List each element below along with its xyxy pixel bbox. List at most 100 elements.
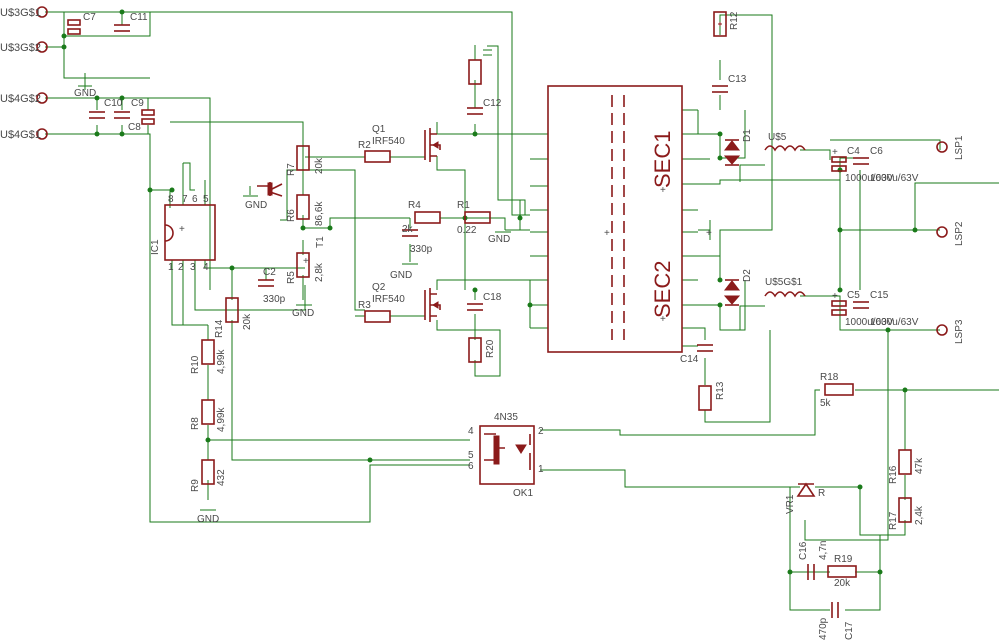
svg-text:U$5G$1: U$5G$1 [765,277,803,288]
svg-text:R3: R3 [358,300,371,311]
svg-text:C11: C11 [130,12,148,23]
resistor-r13: R13 [698,381,726,411]
svg-text:IC1: IC1 [150,239,161,255]
connector-lsp1: LSP1 [936,135,965,160]
svg-text:R17: R17 [888,511,899,530]
capacitor-c2: C2 330p [258,267,286,305]
capacitor-c11: C11 [114,12,148,32]
svg-text:47k: 47k [914,457,925,474]
svg-text:C2: C2 [263,267,276,278]
capacitor-c13: C13 [712,74,747,93]
capacitor-c7: C7 [67,12,96,35]
capacitor-c4: C4 1000u/63V [831,146,894,184]
svg-text:2,8k: 2,8k [314,262,325,282]
mosfet-q1: Q1 IRF540 [372,124,441,162]
resistor-r14: R14 20k [214,297,253,338]
svg-text:4: 4 [468,426,474,437]
svg-text:U$5: U$5 [768,132,787,143]
svg-text:1: 1 [538,464,544,475]
capacitors: C7 C11 C10 C9 C8 C2 330p 330p C12 [67,12,919,640]
svg-text:R8: R8 [190,417,201,430]
svg-text:C5: C5 [847,290,860,301]
svg-text:C7: C7 [83,12,96,23]
capacitor-c9: C9 [114,98,144,119]
svg-text:R20: R20 [485,339,496,358]
connector-label: LSP1 [954,135,965,160]
capacitor-c8: C8 [128,109,155,133]
svg-text:+: + [706,228,712,239]
regulator-vr1: R VR1 [785,482,825,514]
svg-text:2,4k: 2,4k [914,505,925,525]
mosfet-q2: Q2 IRF540 [372,282,441,322]
svg-text:C8: C8 [128,122,141,133]
connector-label: LSP3 [954,319,965,344]
svg-text:R7: R7 [286,163,297,176]
svg-text:C6: C6 [870,146,883,157]
svg-text:2: 2 [178,262,184,273]
svg-text:IRF540: IRF540 [372,136,405,147]
svg-text:R6: R6 [286,209,297,222]
resistor-r20: R20 [468,337,496,363]
capacitor-c16: C16 4,7n [798,541,829,580]
svg-text:D1: D1 [742,129,753,142]
connector-u4g1: U$4G$1 [0,128,48,141]
svg-text:R12: R12 [729,11,740,30]
connector-lsp3: LSP3 [936,319,965,344]
svg-text:C10: C10 [104,98,123,109]
resistor-r4: R4 2k [402,200,441,235]
svg-text:R9: R9 [190,479,201,492]
transistor-t1: T1 [257,182,326,248]
svg-text:3: 3 [190,262,196,273]
svg-text:IRF540: IRF540 [372,294,405,305]
resistor-r16: R16 47k [888,449,925,484]
svg-text:20k: 20k [834,578,851,589]
svg-text:T1: T1 [315,236,326,248]
junctions [61,9,918,575]
resistors: R12 R7 20k R6 86,6k R5 2,8k R2 R3 R4 2 [190,11,925,589]
resistor-r9: R9 432 [190,459,227,492]
svg-text:1000u/63V: 1000u/63V [845,317,894,328]
svg-text:R1: R1 [457,200,470,211]
svg-text:4: 4 [203,262,209,273]
connector-label: U$4G$2 [0,93,41,105]
resistor-r1: R1 0.22 [457,200,491,236]
svg-text:Q2: Q2 [372,282,386,293]
svg-text:5: 5 [203,194,209,205]
ic1-chip: 8 7 6 5 1 2 3 4 IC1 [150,194,216,273]
capacitor-c5: C5 1000u/63V [831,290,894,328]
svg-text:5k: 5k [820,398,832,409]
svg-text:GND: GND [74,88,96,99]
svg-text:+: + [604,228,610,239]
resistor-r18: R18 5k [820,372,854,409]
svg-text:C15: C15 [870,290,889,301]
svg-text:4,7n: 4,7n [818,541,829,560]
svg-text:GND: GND [197,514,219,525]
svg-text:GND: GND [292,308,314,319]
capacitor-c18: C18 [467,292,502,311]
connector-label: LSP2 [954,221,965,246]
svg-text:+: + [179,224,185,235]
connector-u4g2: U$4G$2 [0,92,48,105]
capacitor-c15: C15 1000u/63V [853,290,919,328]
svg-text:1: 1 [168,262,174,273]
resistor-r12: R12 [713,11,740,37]
svg-text:GND: GND [245,200,267,211]
svg-text:6: 6 [192,194,198,205]
resistor-r6: R6 86,6k [286,194,325,226]
polarity-marks: + + + + + + + + [179,147,838,325]
svg-text:6: 6 [468,461,474,472]
svg-text:1000u/63V: 1000u/63V [845,173,894,184]
connector-u3g1: U$3G$1 [0,6,48,19]
svg-text:R2: R2 [358,140,371,151]
svg-text:+: + [832,147,838,158]
svg-text:GND: GND [390,270,412,281]
svg-text:330p: 330p [410,244,433,255]
svg-text:SEC1: SEC1 [650,131,675,188]
svg-text:20k: 20k [242,313,253,330]
svg-text:C9: C9 [131,98,144,109]
capacitor-mid: 330p [402,229,433,255]
svg-text:C17: C17 [844,621,855,640]
svg-text:4,99k: 4,99k [216,349,227,374]
svg-text:D2: D2 [742,269,753,282]
resistor-r10: R10 4,99k [190,339,227,374]
